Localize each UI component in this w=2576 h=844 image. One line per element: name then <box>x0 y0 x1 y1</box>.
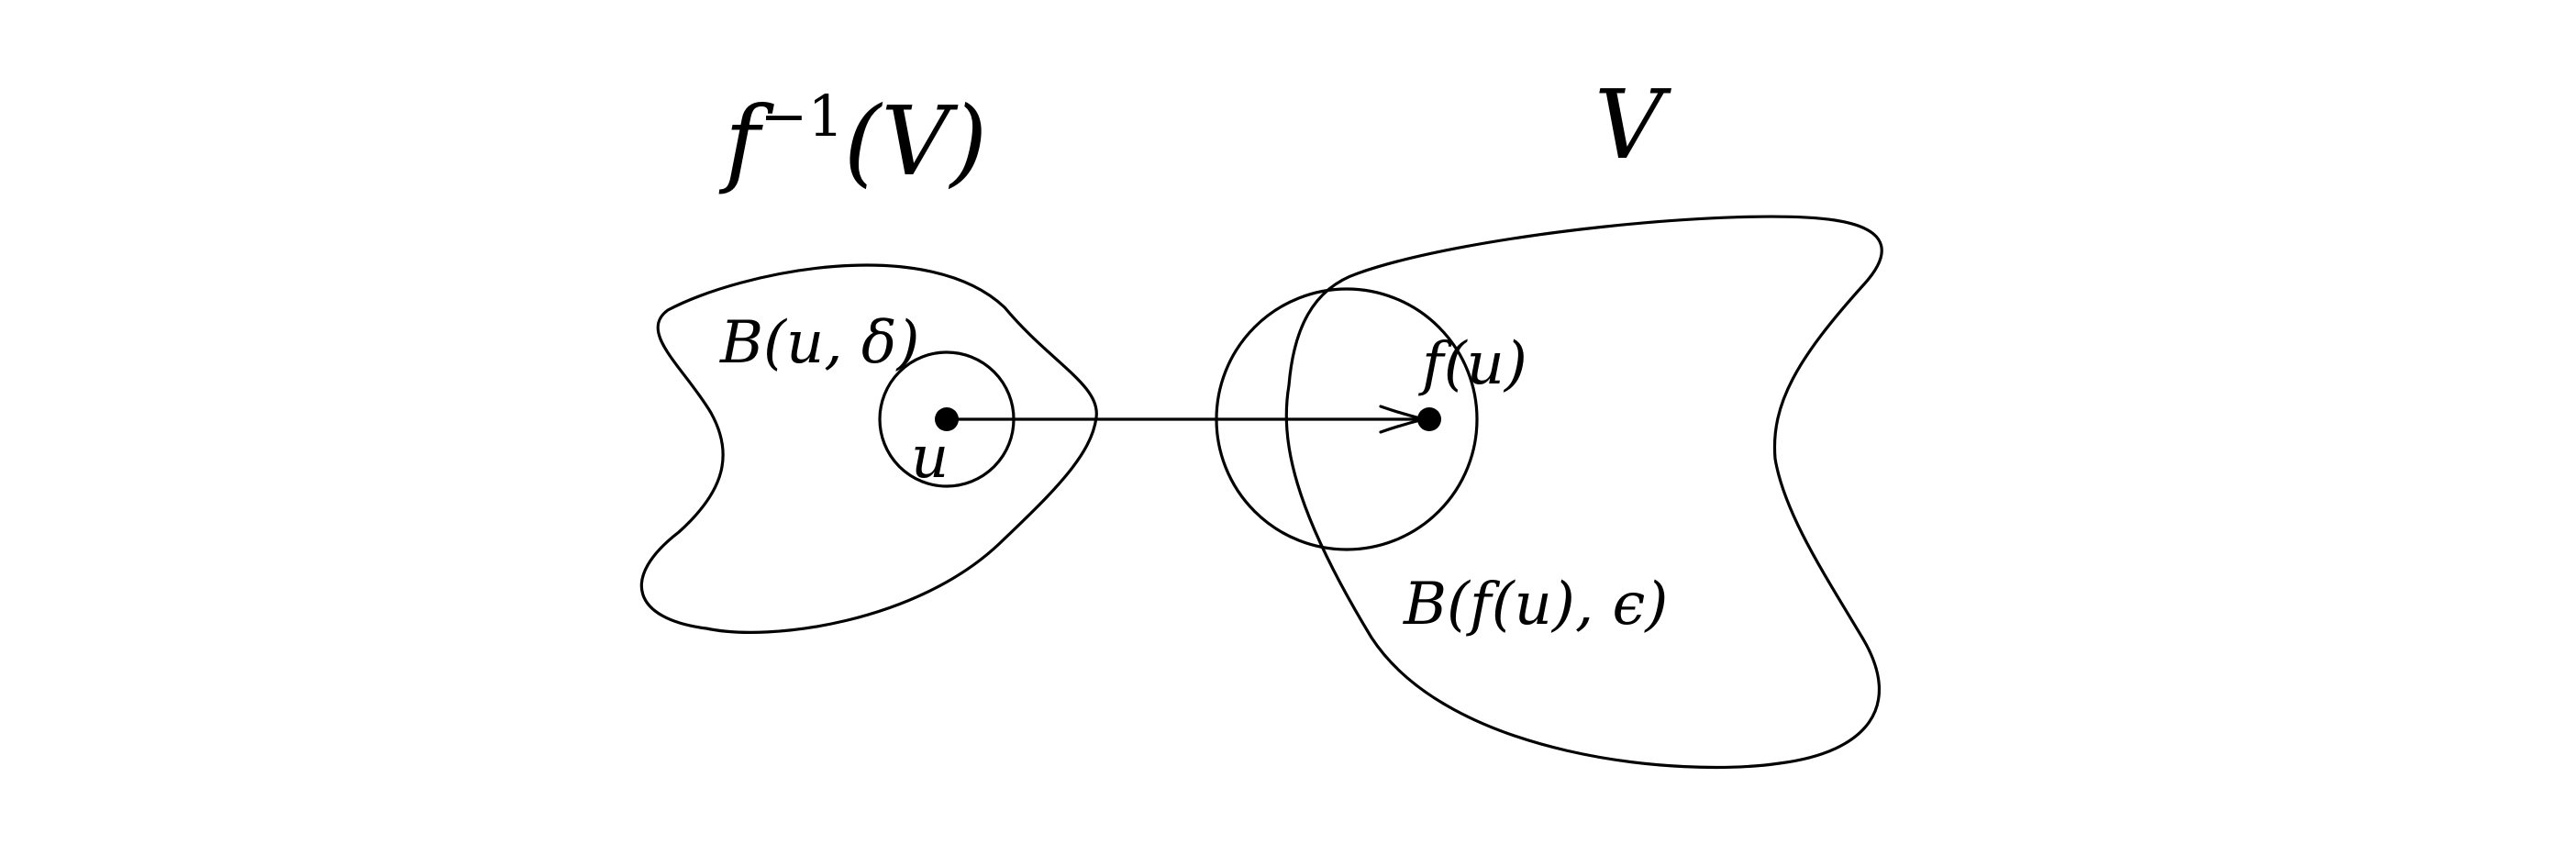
ball-delta-label: B(u, δ) <box>719 309 919 377</box>
preimage-region <box>639 263 1098 634</box>
preimage-argument: (V) <box>844 85 987 197</box>
target-region <box>1284 215 1883 770</box>
preimage-label: f−1(V) <box>718 83 987 197</box>
ball-epsilon-label: B(f(u), ϵ) <box>1403 571 1668 639</box>
target-set-label: V <box>1594 69 1671 181</box>
point-u-dot <box>935 407 959 431</box>
point-fu-label: f(u) <box>1418 330 1527 398</box>
point-u-label: u <box>911 424 949 492</box>
preimage-exponent: −1 <box>761 83 844 150</box>
point-fu-dot <box>1417 407 1441 431</box>
